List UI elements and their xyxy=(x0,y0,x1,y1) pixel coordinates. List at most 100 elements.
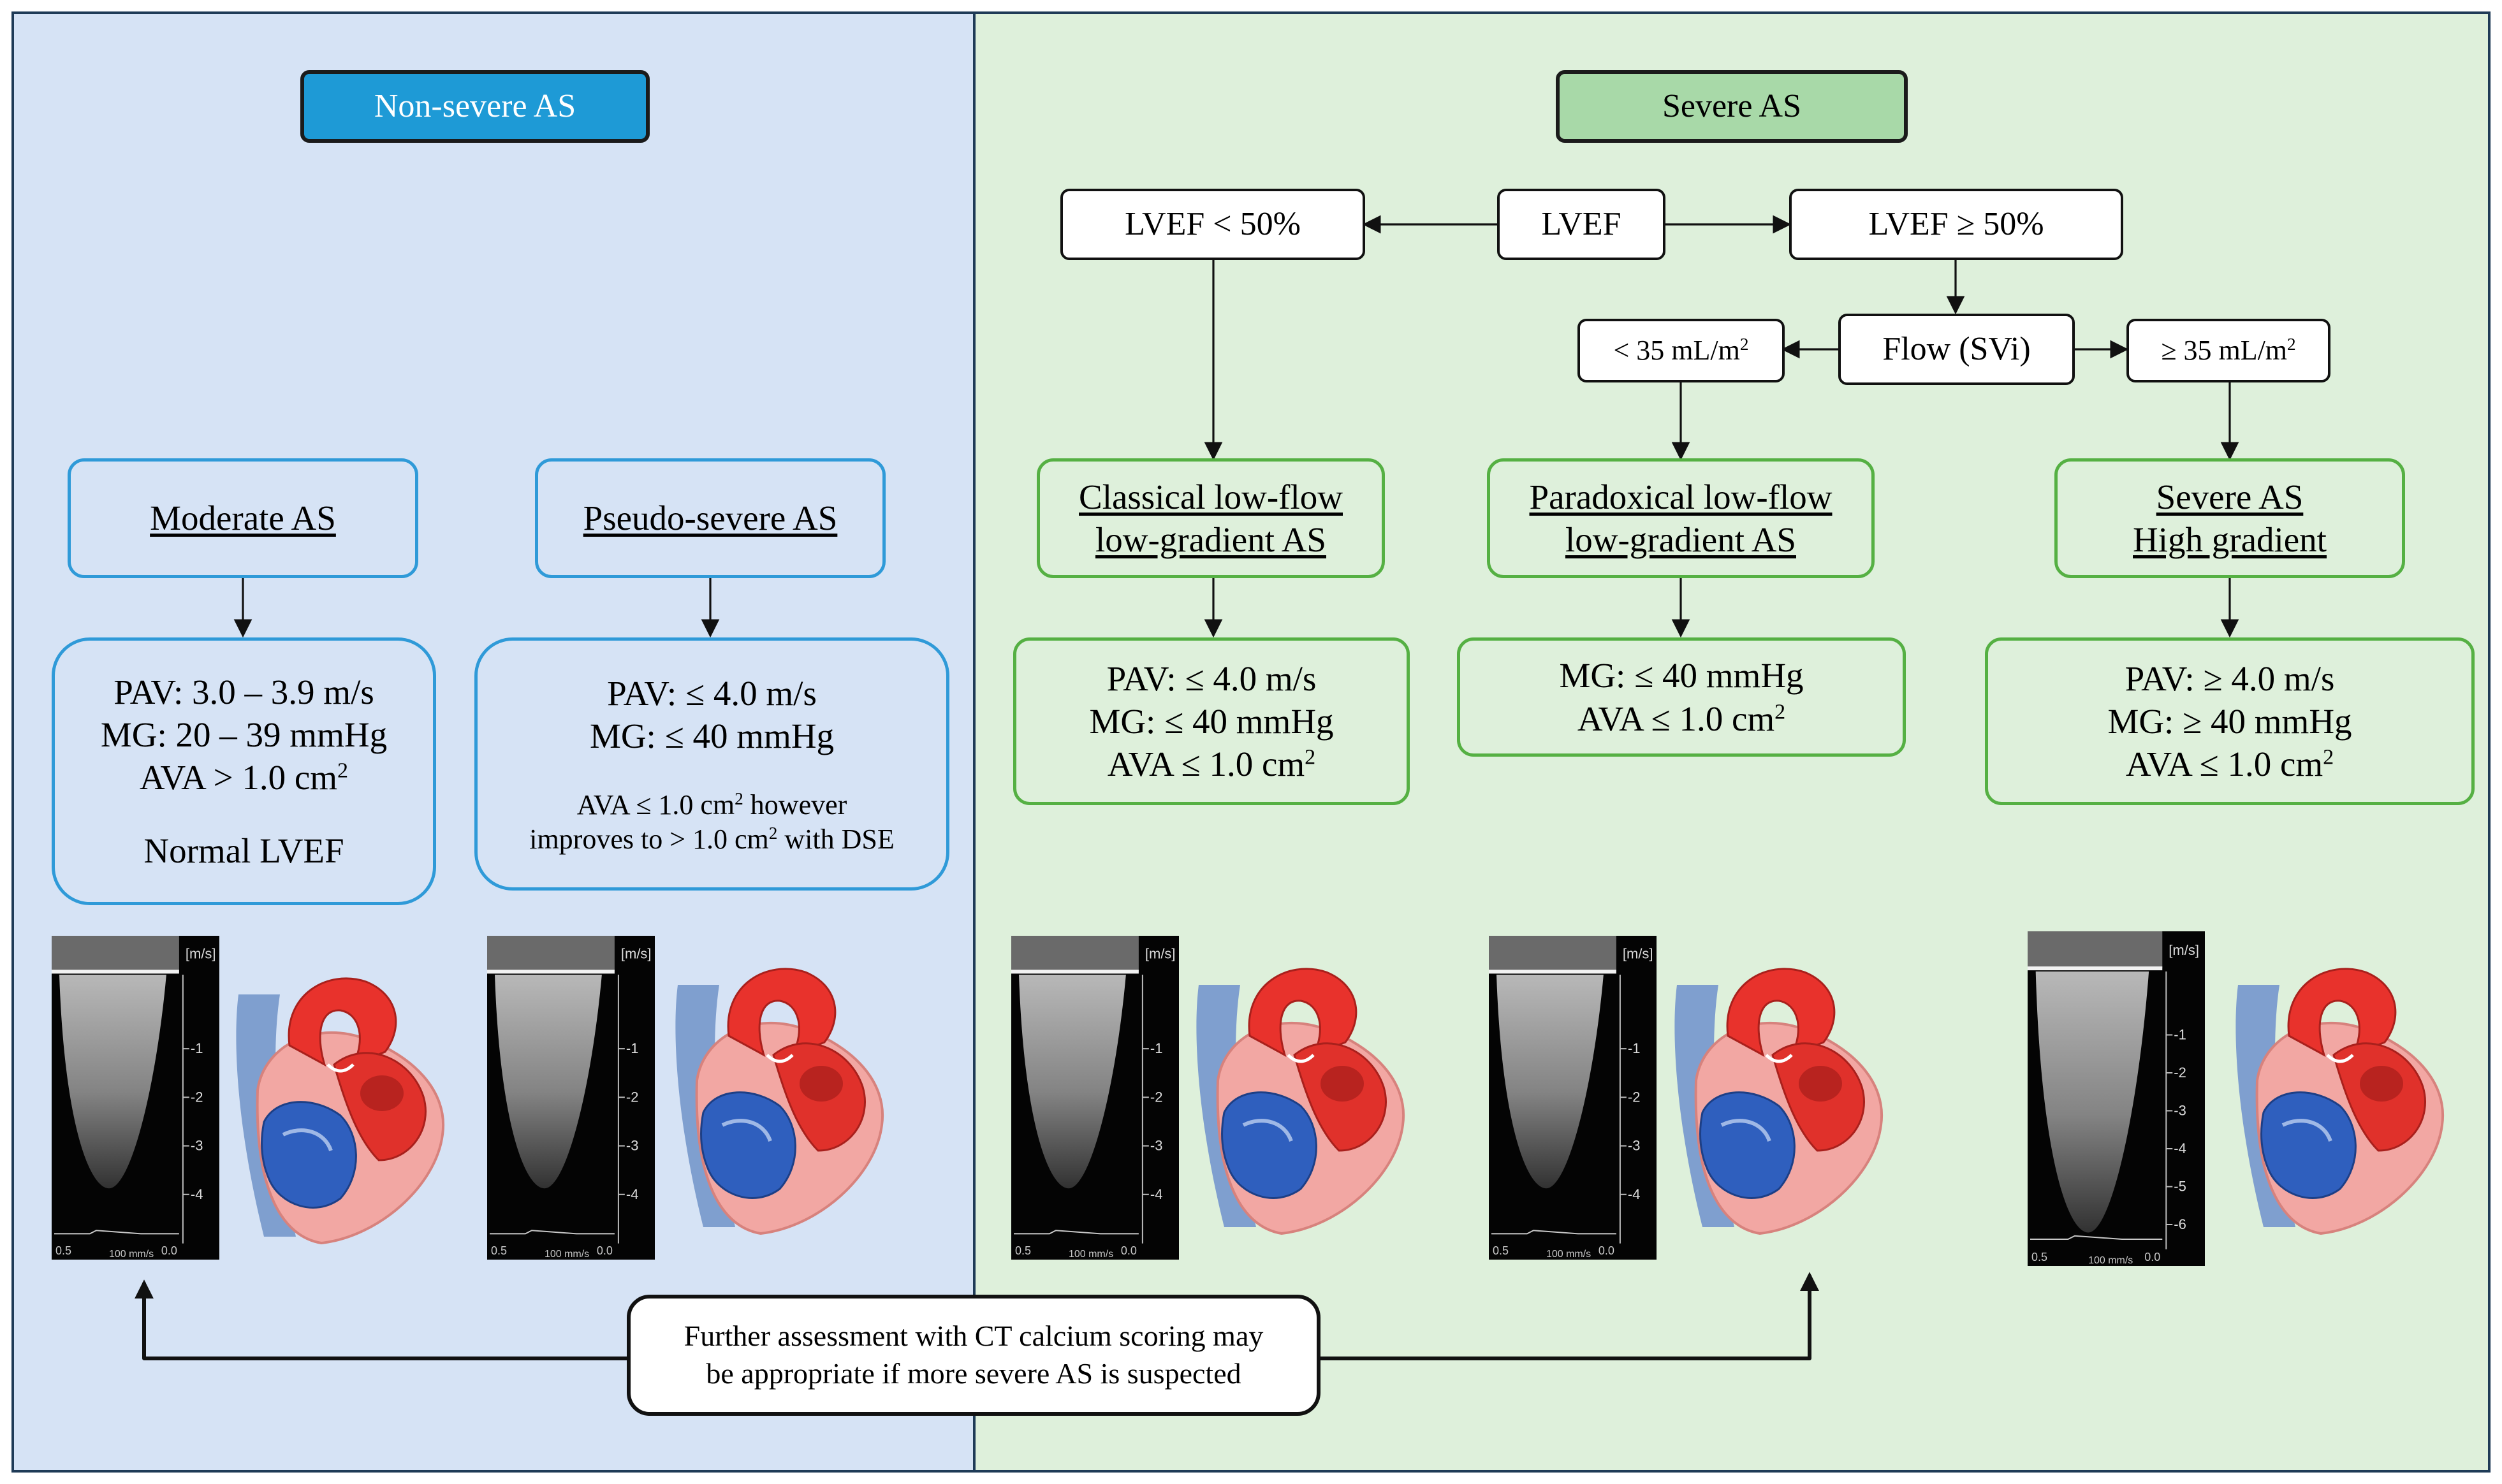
pseudo-note-line1: AVA ≤ 1.0 cm2 however xyxy=(576,789,847,820)
paradoxical-ava: AVA ≤ 1.0 cm2 xyxy=(1577,699,1786,738)
severe-high-title-line2: High gradient xyxy=(2133,520,2327,559)
non-severe-header: Non-severe AS xyxy=(300,70,650,143)
echo-tick-label: -3 xyxy=(626,1138,639,1154)
echo-tick-label: -3 xyxy=(1150,1138,1163,1154)
echo-tick-label: -4 xyxy=(1628,1186,1641,1202)
echo-scale-right: 0.0 xyxy=(161,1244,177,1257)
lvef-label: LVEF xyxy=(1541,206,1621,243)
echo-sweep-speed: 100 mm/s xyxy=(1546,1249,1591,1260)
svi-low-label: < 35 mL/m2 xyxy=(1613,335,1749,367)
echo-tick-label: -1 xyxy=(626,1040,639,1056)
echo-tick-label: -4 xyxy=(1150,1186,1163,1202)
pseudo-criteria-box: PAV: ≤ 4.0 m/s MG: ≤ 40 mmHg AVA ≤ 1.0 c… xyxy=(474,637,949,891)
doppler-echo-image: [m/s] -1 -2 -3 -4 0.5 100 mm/s 0.0 xyxy=(1011,936,1179,1260)
echo-tick-label: -1 xyxy=(1628,1040,1641,1056)
svi-high-label: ≥ 35 mL/m2 xyxy=(2161,335,2296,367)
echo-tick-label: -1 xyxy=(1150,1040,1163,1056)
echo-tick-label: -4 xyxy=(2174,1140,2186,1156)
echo-tick-label: -2 xyxy=(626,1089,639,1105)
echo-tick-label: -2 xyxy=(1150,1089,1163,1105)
echo-sweep-speed: 100 mm/s xyxy=(1069,1249,1113,1260)
echo-scale-right: 0.0 xyxy=(2144,1251,2160,1263)
moderate-ava: AVA > 1.0 cm2 xyxy=(139,758,349,797)
non-severe-header-label: Non-severe AS xyxy=(374,88,576,125)
pseudo-severe-as-title: Pseudo-severe AS xyxy=(583,498,838,538)
doppler-echo-image: [m/s] -1 -2 -3 -4 0.5 100 mm/s 0.0 xyxy=(487,936,655,1260)
note-line1: Further assessment with CT calcium scori… xyxy=(684,1320,1264,1353)
svi-high-box: ≥ 35 mL/m2 xyxy=(2126,319,2330,382)
echo-scale-right: 0.0 xyxy=(1598,1244,1614,1257)
heart-illustration xyxy=(659,959,895,1240)
echo-unit-label: [m/s] xyxy=(186,946,216,962)
echo-tick-label: -6 xyxy=(2174,1216,2186,1232)
echo-tick-label: -2 xyxy=(1628,1089,1641,1105)
pseudo-mg: MG: ≤ 40 mmHg xyxy=(589,716,835,755)
ct-calcium-note: Further assessment with CT calcium scori… xyxy=(627,1295,1320,1416)
moderate-pav: PAV: 3.0 – 3.9 m/s xyxy=(113,672,374,711)
lvef-high-label: LVEF ≥ 50% xyxy=(1868,206,2044,243)
pseudo-pav: PAV: ≤ 4.0 m/s xyxy=(607,673,817,713)
echo-sweep-speed: 100 mm/s xyxy=(545,1249,589,1260)
echo-tick-label: -4 xyxy=(191,1186,203,1202)
arrow-note-to-right xyxy=(1320,1272,1819,1360)
classical-criteria-box: PAV: ≤ 4.0 m/s MG: ≤ 40 mmHg AVA ≤ 1.0 c… xyxy=(1013,637,1410,805)
severe-high-gradient-box: Severe AS High gradient xyxy=(2054,458,2405,578)
moderate-mg: MG: 20 – 39 mmHg xyxy=(100,715,388,754)
echo-scale-left: 0.5 xyxy=(55,1244,71,1257)
heart-illustration xyxy=(1180,959,1416,1240)
arrow-note-to-left xyxy=(135,1279,628,1360)
heart-illustration xyxy=(1658,959,1894,1240)
echo-scale-left: 0.5 xyxy=(491,1244,507,1257)
echo-unit-label: [m/s] xyxy=(621,946,652,962)
paradoxical-title-line1: Paradoxical low-flow xyxy=(1529,477,1833,516)
classical-mg: MG: ≤ 40 mmHg xyxy=(1089,701,1334,741)
classical-title-line2: low-gradient AS xyxy=(1095,520,1327,559)
echo-unit-label: [m/s] xyxy=(1623,946,1653,962)
flow-svi-box: Flow (SVi) xyxy=(1838,314,2075,385)
paradoxical-mg: MG: ≤ 40 mmHg xyxy=(1559,656,1804,695)
severe-high-mg: MG: ≥ 40 mmHg xyxy=(2107,701,2352,741)
heart-illustration xyxy=(2219,959,2455,1240)
echo-unit-label: [m/s] xyxy=(2169,942,2199,958)
doppler-echo-image: [m/s] -1 -2 -3 -4 0.5 100 mm/s 0.0 xyxy=(1489,936,1657,1260)
lvef-box: LVEF xyxy=(1497,189,1665,260)
echo-tick-label: -4 xyxy=(626,1186,639,1202)
classical-ava: AVA ≤ 1.0 cm2 xyxy=(1107,745,1316,784)
lvef-low-label: LVEF < 50% xyxy=(1125,206,1301,243)
echo-tick-label: -3 xyxy=(2174,1103,2186,1119)
classical-pav: PAV: ≤ 4.0 m/s xyxy=(1106,658,1317,698)
severe-high-title-line1: Severe AS xyxy=(2156,477,2304,516)
note-line2: be appropriate if more severe AS is susp… xyxy=(706,1357,1241,1390)
classical-lflg-box: Classical low-flow low-gradient AS xyxy=(1037,458,1385,578)
lvef-high-box: LVEF ≥ 50% xyxy=(1789,189,2123,260)
flow-svi-label: Flow (SVi) xyxy=(1882,331,2031,368)
echo-scale-right: 0.0 xyxy=(1121,1244,1137,1257)
moderate-as-box: Moderate AS xyxy=(68,458,418,578)
echo-sweep-speed: 100 mm/s xyxy=(109,1249,154,1260)
severe-high-pav: PAV: ≥ 4.0 m/s xyxy=(2125,658,2335,698)
severe-header-label: Severe AS xyxy=(1662,88,1802,125)
severe-high-criteria-box: PAV: ≥ 4.0 m/s MG: ≥ 40 mmHg AVA ≤ 1.0 c… xyxy=(1985,637,2475,805)
paradoxical-criteria-box: MG: ≤ 40 mmHg AVA ≤ 1.0 cm2 xyxy=(1457,637,1906,757)
echo-sweep-speed: 100 mm/s xyxy=(2088,1255,2133,1266)
paradoxical-lflg-box: Paradoxical low-flow low-gradient AS xyxy=(1487,458,1875,578)
echo-scale-left: 0.5 xyxy=(1493,1244,1509,1257)
pseudo-severe-as-box: Pseudo-severe AS xyxy=(535,458,886,578)
echo-scale-left: 0.5 xyxy=(1015,1244,1031,1257)
echo-tick-label: -1 xyxy=(191,1040,203,1056)
svi-low-box: < 35 mL/m2 xyxy=(1577,319,1785,382)
moderate-lvef: Normal LVEF xyxy=(143,831,344,871)
moderate-as-title: Moderate AS xyxy=(150,498,336,538)
echo-tick-label: -5 xyxy=(2174,1179,2186,1195)
echo-tick-label: -2 xyxy=(191,1089,203,1105)
echo-scale-left: 0.5 xyxy=(2031,1251,2047,1263)
echo-unit-label: [m/s] xyxy=(1145,946,1176,962)
echo-tick-label: -3 xyxy=(191,1138,203,1154)
moderate-criteria-box: PAV: 3.0 – 3.9 m/s MG: 20 – 39 mmHg AVA … xyxy=(52,637,436,905)
echo-tick-label: -3 xyxy=(1628,1138,1641,1154)
echo-tick-label: -2 xyxy=(2174,1065,2186,1080)
echo-scale-right: 0.0 xyxy=(597,1244,613,1257)
severe-high-ava: AVA ≤ 1.0 cm2 xyxy=(2125,745,2334,784)
